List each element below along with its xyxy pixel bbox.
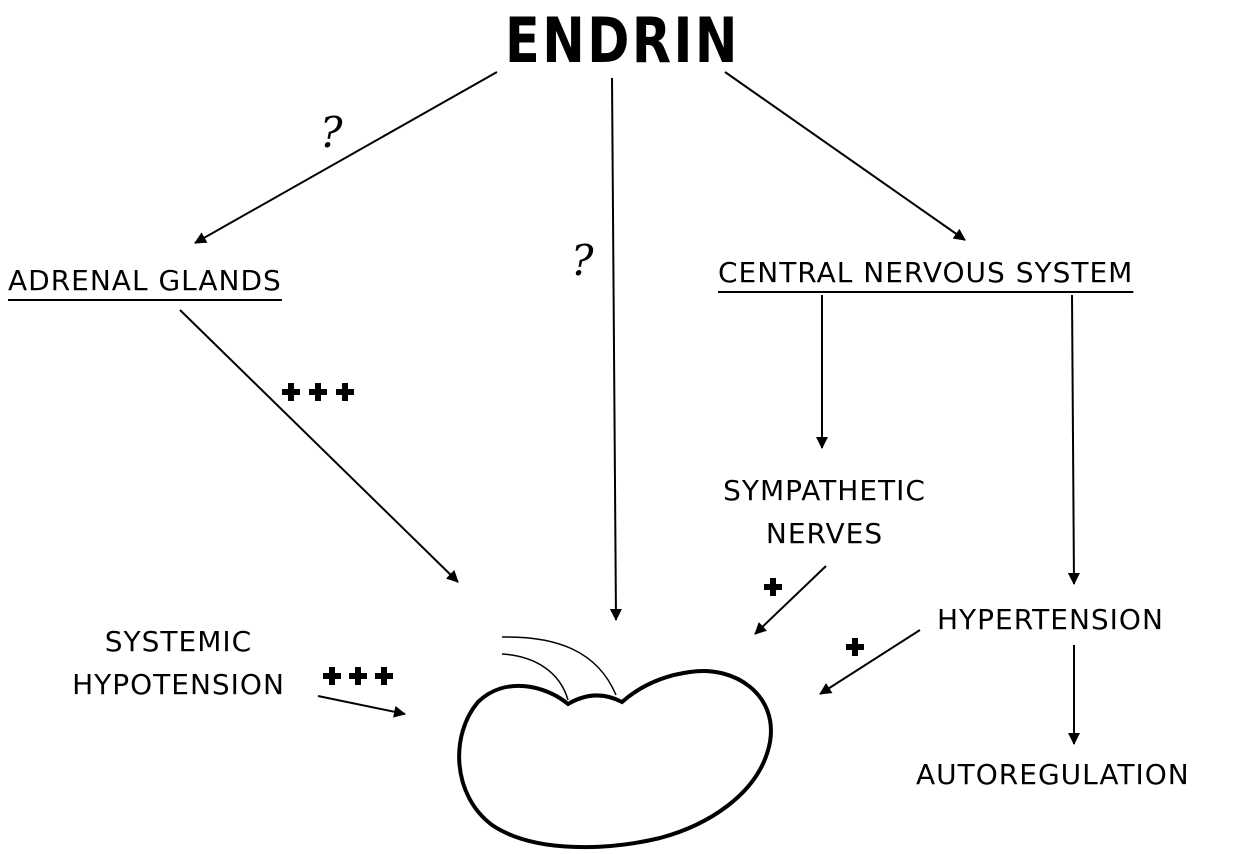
question-mark-direct: ? [571,236,594,285]
systemic-line-1: SYSTEMIC [46,625,311,658]
sympathetic-line-2: NERVES [697,517,952,550]
arrow-endrin-to-adrenal [195,72,497,243]
arrow-sympathetic-to-kidney [755,566,826,634]
plus-mark-hypertension [846,638,864,656]
plus-marks-adrenal [282,383,354,401]
question-mark-adrenal: ? [320,108,343,157]
plus-marks-hypotension [323,667,393,685]
sympathetic-line-1: SYMPATHETIC [697,474,952,507]
diagram-title: ENDRIN [505,4,740,77]
arrow-adrenal-to-kidney [180,310,458,582]
arrow-hypertension-to-kidney [820,630,920,694]
node-systemic-hypotension: SYSTEMIC HYPOTENSION [46,625,311,701]
node-sympathetic-nerves: SYMPATHETIC NERVES [697,474,952,550]
systemic-line-2: HYPOTENSION [46,668,311,701]
node-central-nervous-system: CENTRAL NERVOUS SYSTEM [718,256,1133,289]
node-autoregulation: AUTOREGULATION [916,758,1190,791]
arrow-endrin-to-kidney [612,78,616,620]
arrow-cns-to-hypertension [1072,295,1074,584]
arrow-hypotension-to-kidney [318,696,405,714]
node-adrenal-glands: ADRENAL GLANDS [8,264,282,297]
arrow-endrin-to-cns [725,72,965,240]
node-hypertension: HYPERTENSION [937,603,1164,636]
plus-mark-sympathetic [764,578,782,596]
kidney-drawing [459,637,771,847]
